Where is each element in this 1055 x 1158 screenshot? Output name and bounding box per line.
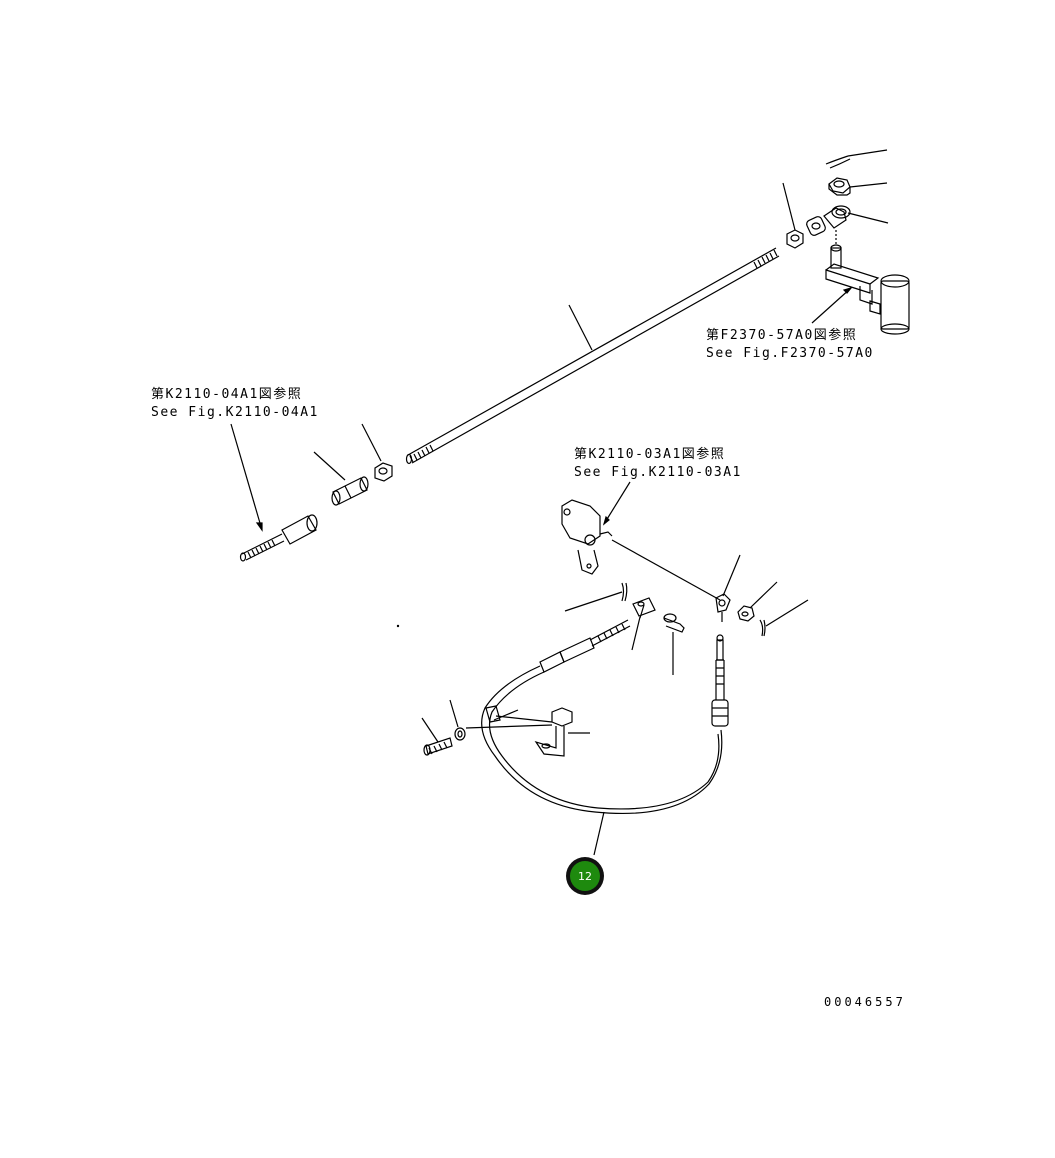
arrow-lever-bracket <box>842 286 853 294</box>
cotter-pin-top <box>825 155 851 169</box>
control-rod <box>405 247 780 465</box>
rod-end-center <box>715 593 731 622</box>
leader-rod-end-center <box>722 554 741 597</box>
reference-f2370-en: See Fig.F2370-57A0 <box>706 346 874 361</box>
nut-left <box>374 462 393 482</box>
document-number: 00046557 <box>824 995 906 1009</box>
leader-washer-lower <box>449 699 459 728</box>
clevis <box>632 597 656 619</box>
leader-cotter-right <box>765 599 809 627</box>
bolt-lower <box>423 737 453 756</box>
cotter-pin-left <box>621 582 628 602</box>
leader-center-bracket <box>603 481 631 525</box>
leader-cable <box>593 811 605 856</box>
reference-k2110-04-en: See Fig.K2110-04A1 <box>151 405 319 420</box>
leader-clevis <box>631 616 641 651</box>
leader-rod <box>568 304 593 351</box>
cable-clamp <box>485 705 553 723</box>
nut-center-right <box>737 605 755 622</box>
part-callout-badge[interactable]: 12 <box>566 857 604 895</box>
leader-lever-bracket <box>811 287 852 324</box>
connection-line <box>611 539 721 601</box>
cotter-pin-right <box>759 619 766 637</box>
reference-label-f2370: 第F2370-57A0図参照 See Fig.F2370-57A0 <box>706 327 874 363</box>
control-cable <box>481 619 729 815</box>
reference-f2370-jp: 第F2370-57A0図参照 <box>706 328 858 343</box>
leader-bolt-lower <box>421 717 439 743</box>
washer-lower <box>454 727 466 741</box>
reference-k2110-03-jp: 第K2110-03A1図参照 <box>574 447 726 462</box>
leader-nut-left <box>361 423 382 462</box>
reference-k2110-04-jp: 第K2110-04A1図参照 <box>151 387 303 402</box>
ball-joint-upper <box>806 205 851 236</box>
leader-yoke-left <box>230 423 263 531</box>
reference-label-k2110-04: 第K2110-04A1図参照 See Fig.K2110-04A1 <box>151 386 319 422</box>
leader-nut-right <box>782 182 796 231</box>
mounting-bracket <box>534 707 573 757</box>
nut-right <box>786 229 804 249</box>
cable-yoke-left <box>239 514 318 562</box>
part-callout-number: 12 <box>570 861 600 891</box>
hex-nut-top <box>828 177 851 196</box>
leader-coupler <box>313 451 346 481</box>
leader-hex-nut <box>849 182 888 188</box>
leader-clamp-bolt <box>465 724 553 729</box>
lever-bracket <box>825 230 910 335</box>
leader-cotter-left <box>564 591 623 612</box>
coupler <box>331 476 369 506</box>
leader-nut-center-right <box>749 581 778 609</box>
clevis-pin <box>663 613 685 633</box>
reference-label-k2110-03: 第K2110-03A1図参照 See Fig.K2110-03A1 <box>574 446 742 482</box>
leader-ball-joint <box>847 212 889 224</box>
leader-cotter-top <box>847 149 888 157</box>
leader-clamp <box>493 709 519 721</box>
reference-k2110-03-en: See Fig.K2110-03A1 <box>574 465 742 480</box>
arrow-center-bracket <box>602 515 610 526</box>
center-bracket <box>561 499 613 575</box>
arrow-yoke-left <box>255 522 263 532</box>
stray-mark <box>396 624 400 628</box>
